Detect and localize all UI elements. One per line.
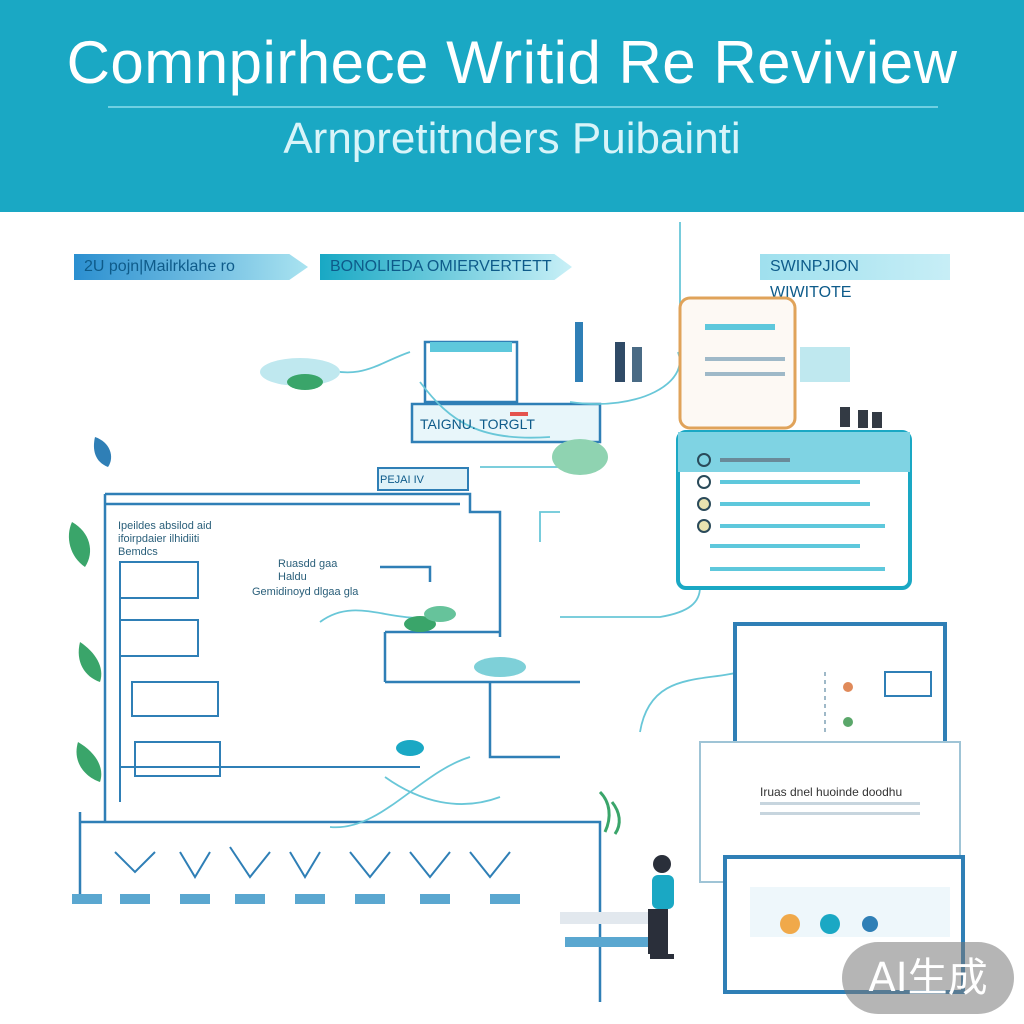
center-box-label: TAIGNU. TORGLT xyxy=(420,416,535,432)
right-top-card xyxy=(575,296,882,430)
center-small-label: PEJAI IV xyxy=(380,474,425,486)
section-tag-left: 2U pojn|Mailrklahe ro xyxy=(74,254,308,280)
title-divider xyxy=(108,106,938,108)
monitor-card xyxy=(733,622,947,750)
center-small-box xyxy=(377,467,469,491)
page-subtitle: Arnpretitnders Puibainti xyxy=(283,114,741,163)
mid-block-text: Ruasdd gaa Haldu xyxy=(278,558,338,583)
red-marker xyxy=(510,412,528,416)
header-banner: Comnpirhece Writid Re Reviview Arnpretit… xyxy=(0,0,1024,212)
monitor-icon xyxy=(423,340,519,412)
ai-generated-badge: AI生成 xyxy=(842,942,1014,1014)
mid-line-text: Gemidinoyd dlgaa gla xyxy=(252,586,359,598)
right-doc-text: Iruas dnel huoinde doodhu xyxy=(760,785,903,799)
checklist-card xyxy=(676,430,912,590)
left-block-text: Ipeildes absilod aid ifoirpdaier ilhidii… xyxy=(118,520,212,558)
section-tag-middle: BONOLIEDA OMIERVERTETT xyxy=(320,254,572,280)
left-boxes xyxy=(119,561,420,802)
page-title: Comnpirhece Writid Re Reviview xyxy=(66,29,958,96)
person-figure xyxy=(598,790,674,959)
main-frame xyxy=(78,492,602,1002)
flow-diagram xyxy=(68,222,965,1002)
bottom-markers xyxy=(72,846,520,904)
leaf-decorations xyxy=(68,358,608,782)
section-tag-right: SWINPJION WIWITOTE xyxy=(760,254,950,301)
